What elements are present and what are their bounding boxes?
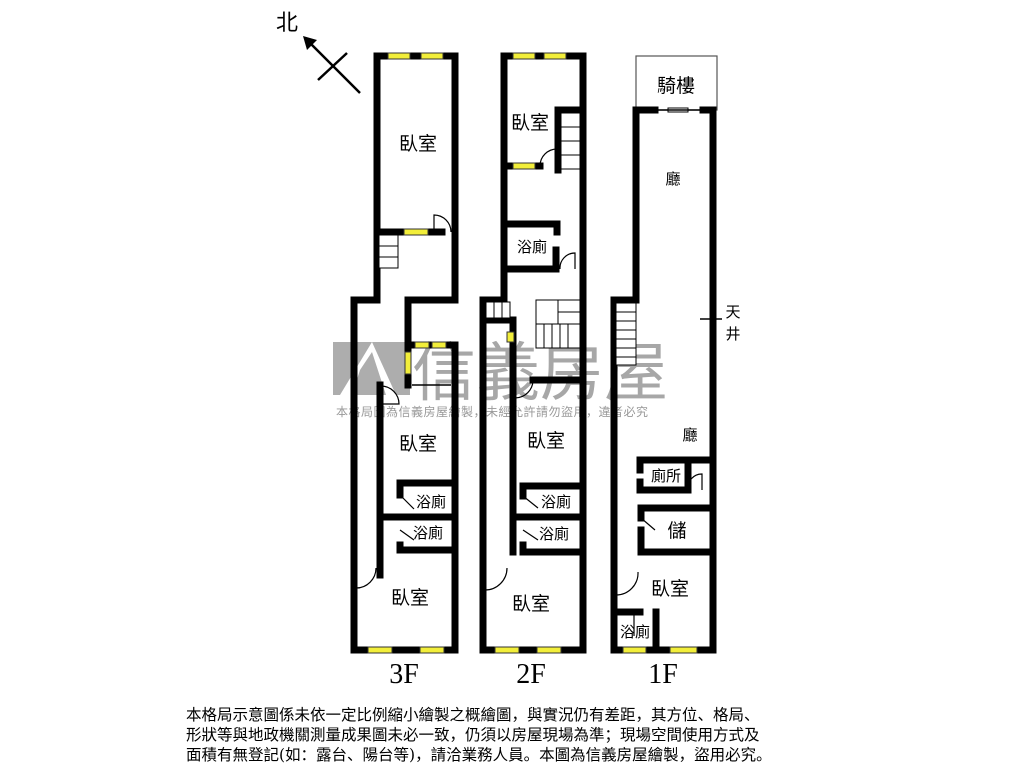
north-label: 北 <box>276 11 298 36</box>
courtyard-label-1: 天 <box>725 303 740 321</box>
brand-logo-icon <box>333 342 410 395</box>
floor-1f: 騎樓 廳 天 井 廳 廁所 儲 臥室 浴廁 1F <box>610 55 741 690</box>
floor-3f: 臥室 臥室 浴廁 浴廁 臥室 3F <box>350 52 459 690</box>
room-bedroom: 臥室 <box>511 112 549 134</box>
watermark-notice: 本格局圖為信義房屋繪製，未經允許請勿盜用，違者必究 <box>336 404 649 419</box>
room-bedroom: 臥室 <box>399 433 437 455</box>
floor-2f: 臥室 浴廁 臥室 浴廁 浴廁 臥室 2F <box>479 52 587 690</box>
room-bathroom: 浴廁 <box>620 623 650 641</box>
arrow-icon <box>303 36 317 50</box>
room-storage: 儲 <box>667 520 686 542</box>
room-bedroom: 臥室 <box>512 593 550 615</box>
room-bathroom: 浴廁 <box>416 493 446 511</box>
room-bedroom: 臥室 <box>399 133 437 155</box>
courtyard-label-2: 井 <box>725 325 740 343</box>
floor-label-3f: 3F <box>389 659 419 690</box>
room-bathroom: 浴廁 <box>541 493 571 511</box>
north-arrow: 北 <box>276 11 361 94</box>
floor-label-2f: 2F <box>516 659 546 690</box>
room-arcade: 騎樓 <box>657 75 695 97</box>
room-bedroom: 臥室 <box>651 578 689 600</box>
floor-label-1f: 1F <box>648 659 678 690</box>
room-bathroom: 浴廁 <box>413 524 443 542</box>
room-bedroom: 臥室 <box>391 587 429 609</box>
room-bathroom: 浴廁 <box>539 525 569 543</box>
room-living: 廳 <box>682 426 697 444</box>
room-living: 廳 <box>665 170 680 188</box>
room-bedroom: 臥室 <box>527 430 565 452</box>
room-bathroom: 浴廁 <box>517 238 547 256</box>
room-toilet: 廁所 <box>651 467 681 485</box>
disclaimer-text: 本格局示意圖係未依一定比例縮小繪製之概繪圖，與實況仍有差距，其方位、格局、 形狀… <box>186 706 772 764</box>
